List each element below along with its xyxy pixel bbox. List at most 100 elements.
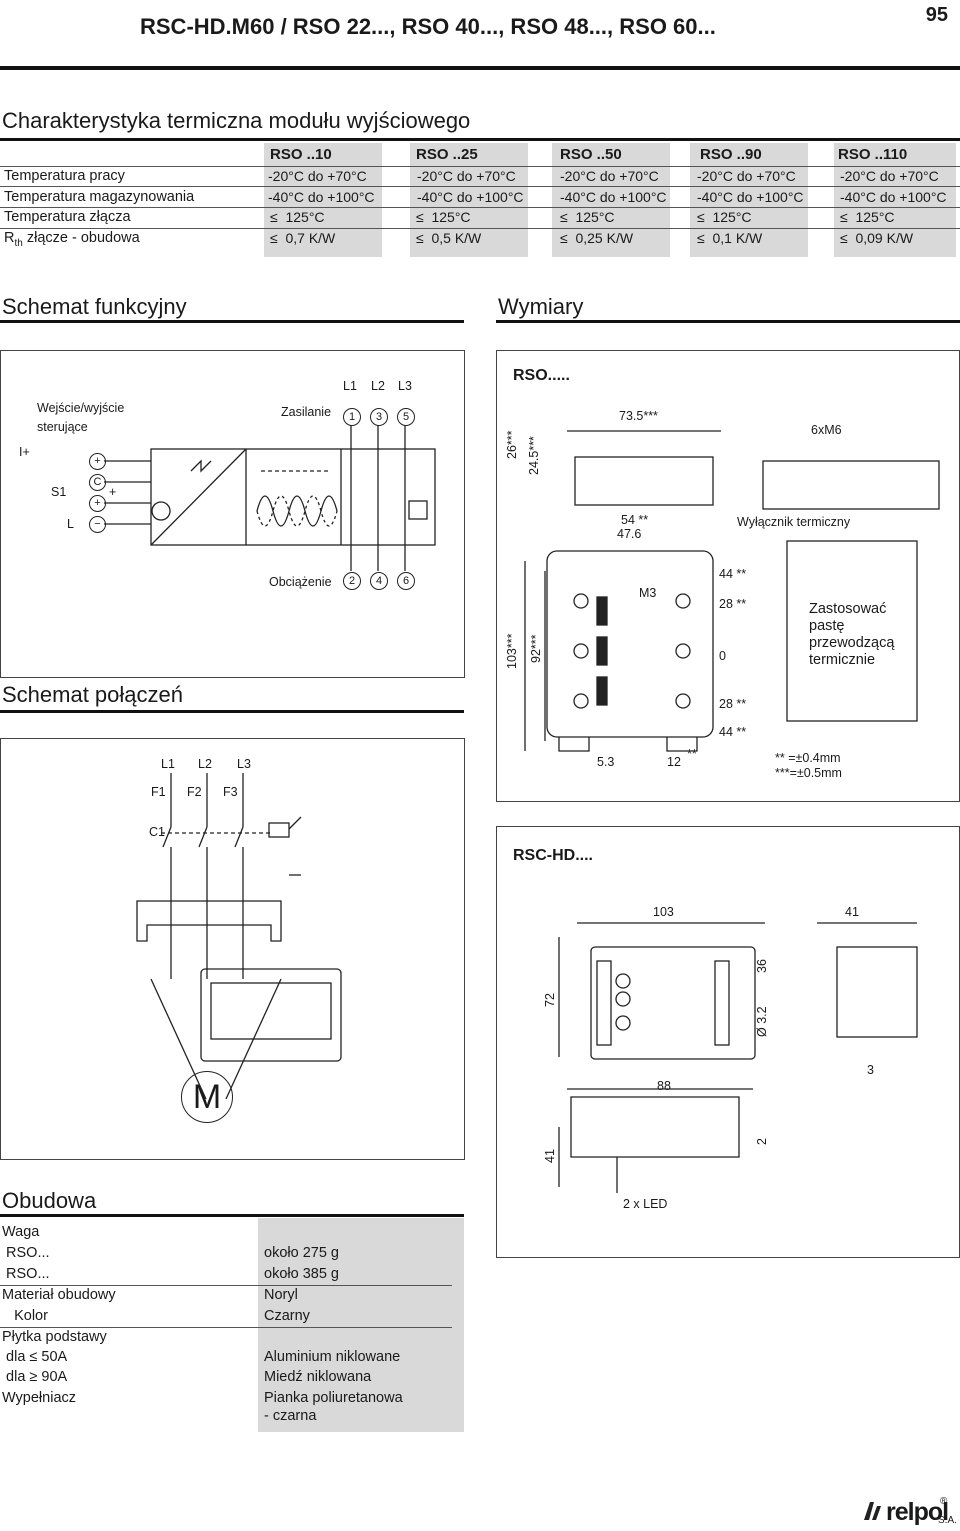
- housing-row-rule: [0, 1285, 452, 1286]
- cell-rth: ≤ 0,25 K/W: [560, 230, 633, 246]
- row-label-work-temp: Temperatura pracy: [4, 168, 125, 184]
- phase-label: L3: [398, 379, 412, 393]
- cell-rth-value: 0,25 K/W: [575, 230, 634, 246]
- paste-note: Zastosować pastę przewodzącą termicznie: [809, 601, 894, 669]
- conn-phase-label: L2: [198, 757, 212, 771]
- le-symbol: ≤: [560, 230, 568, 246]
- load-terminal: 6: [397, 572, 415, 590]
- le-symbol: ≤: [270, 209, 278, 225]
- supply-terminal: 3: [370, 408, 388, 426]
- cell-storage: -40°C do +100°C: [417, 189, 524, 205]
- cell-junction-value: 125°C: [855, 209, 895, 225]
- housing-value: - czarna: [264, 1408, 317, 1424]
- right-mark: 28 **: [719, 697, 746, 711]
- cell-rth: ≤ 0,7 K/W: [270, 230, 335, 246]
- housing-value: Noryl: [264, 1287, 298, 1303]
- fuse-label: F2: [187, 785, 202, 799]
- cell-work: -20°C do +70°C: [697, 168, 796, 184]
- dim-54: 54 **: [621, 513, 648, 527]
- column-bg: [834, 143, 956, 257]
- cell-work: -20°C do +70°C: [268, 168, 367, 184]
- cell-rth: ≤ 0,1 K/W: [697, 230, 762, 246]
- functional-diagram: Wejście/wyjście sterujące Zasilanie Obci…: [0, 350, 465, 678]
- supply-terminal: 1: [343, 408, 361, 426]
- dla90-value: 90A: [41, 1369, 68, 1385]
- rth-symbol: R: [4, 230, 15, 246]
- rschd-dimension-drawing: RSC-HD.... 103 41 72 36 Ø 3.2 88 3 41 2 …: [496, 826, 960, 1258]
- right-mark-value: 28: [719, 597, 733, 611]
- dimensions-rule: [496, 320, 960, 323]
- housing-value: Czarny: [264, 1308, 310, 1324]
- housing-heading: Obudowa: [2, 1188, 97, 1213]
- cell-junction: ≤ 125°C: [560, 209, 615, 225]
- right-mark-value: 44: [719, 567, 733, 581]
- right-mark-value: 44: [719, 725, 733, 739]
- right-mark: 28 **: [719, 597, 746, 611]
- rso-label: RSO.....: [513, 367, 570, 384]
- row-label-junction-temp: Temperatura złącza: [4, 209, 131, 225]
- cell-junction-value: 125°C: [285, 209, 325, 225]
- contactor-label: C1: [149, 825, 165, 839]
- table-row-rule: [0, 228, 960, 229]
- housing-value: Pianka poliuretanowa: [264, 1390, 403, 1406]
- thermal-switch-label: Wyłącznik termiczny: [737, 515, 851, 529]
- housing-label: dla ≥ 90A: [2, 1369, 67, 1385]
- rschd-label: RSC-HD....: [513, 847, 593, 864]
- cell-storage: -40°C do +100°C: [268, 189, 375, 205]
- right-mark: 44 **: [719, 567, 746, 581]
- rth-subscript: th: [14, 237, 23, 249]
- dim-53: 5.3: [597, 755, 615, 769]
- right-mark: 0: [719, 649, 726, 663]
- io-label-2: sterujące: [37, 420, 88, 434]
- housing-value: Aluminium niklowane: [264, 1349, 401, 1365]
- paste-note-line: pastę: [809, 618, 845, 634]
- brand-suffix: S.A.: [938, 1515, 957, 1526]
- m3-label: M3: [639, 586, 657, 600]
- table-row-rule: [0, 207, 960, 208]
- cell-junction: ≤ 125°C: [416, 209, 471, 225]
- cell-rth-value: 0,1 K/W: [712, 230, 763, 246]
- rschd-outline-graphic: [558, 922, 918, 1193]
- column-header: RSO ..25: [416, 146, 478, 163]
- column-header: RSO ..90: [700, 146, 762, 163]
- connection-diagram: L1 L2 L3 F1 F2 F3 C1 M: [0, 738, 465, 1160]
- dla-label: dla: [2, 1349, 26, 1365]
- housing-row-rule: [0, 1327, 452, 1328]
- supply-terminal: 5: [397, 408, 415, 426]
- column-header: RSO ..110: [838, 146, 908, 163]
- cell-junction-value: 125°C: [712, 209, 752, 225]
- le-symbol: ≤: [270, 230, 278, 246]
- thermal-rule: [0, 138, 960, 141]
- column-bg: [410, 143, 528, 257]
- paste-note-line: Zastosować: [809, 601, 887, 617]
- connection-rule: [0, 710, 464, 713]
- functional-rule: [0, 320, 464, 323]
- cell-rth-value: 0,7 K/W: [285, 230, 336, 246]
- dla-label: dla: [2, 1369, 26, 1385]
- cell-storage: -40°C do +100°C: [697, 189, 804, 205]
- cell-junction-value: 125°C: [575, 209, 615, 225]
- column-bg: [552, 143, 670, 257]
- housing-label: RSO...: [2, 1266, 50, 1282]
- housing-label: Wypełniacz: [2, 1390, 77, 1406]
- housing-value: około 385 g: [264, 1266, 339, 1282]
- brand-registered: ®: [940, 1496, 948, 1507]
- load-label: Obciążenie: [269, 575, 332, 589]
- le-symbol: ≤: [416, 230, 424, 246]
- cell-work: -20°C do +70°C: [560, 168, 659, 184]
- tol-3star: ***=±0.5mm: [775, 766, 842, 780]
- side-mark: I+: [19, 445, 30, 459]
- connection-heading: Schemat połączeń: [2, 682, 183, 707]
- paste-note-line: przewodzącą: [809, 635, 895, 651]
- cell-rth: ≤ 0,5 K/W: [416, 230, 481, 246]
- table-row-rule: [0, 166, 960, 167]
- fuse-label: F3: [223, 785, 238, 799]
- fuse-label: F1: [151, 785, 166, 799]
- column-bg: [690, 143, 808, 257]
- dimensions-heading: Wymiary: [498, 294, 584, 319]
- cell-rth-value: 0,09 K/W: [855, 230, 914, 246]
- title-rule: [0, 66, 960, 70]
- cell-junction: ≤ 125°C: [840, 209, 895, 225]
- io-label: Wejście/wyjście: [37, 401, 125, 415]
- cell-junction-value: 125°C: [431, 209, 471, 225]
